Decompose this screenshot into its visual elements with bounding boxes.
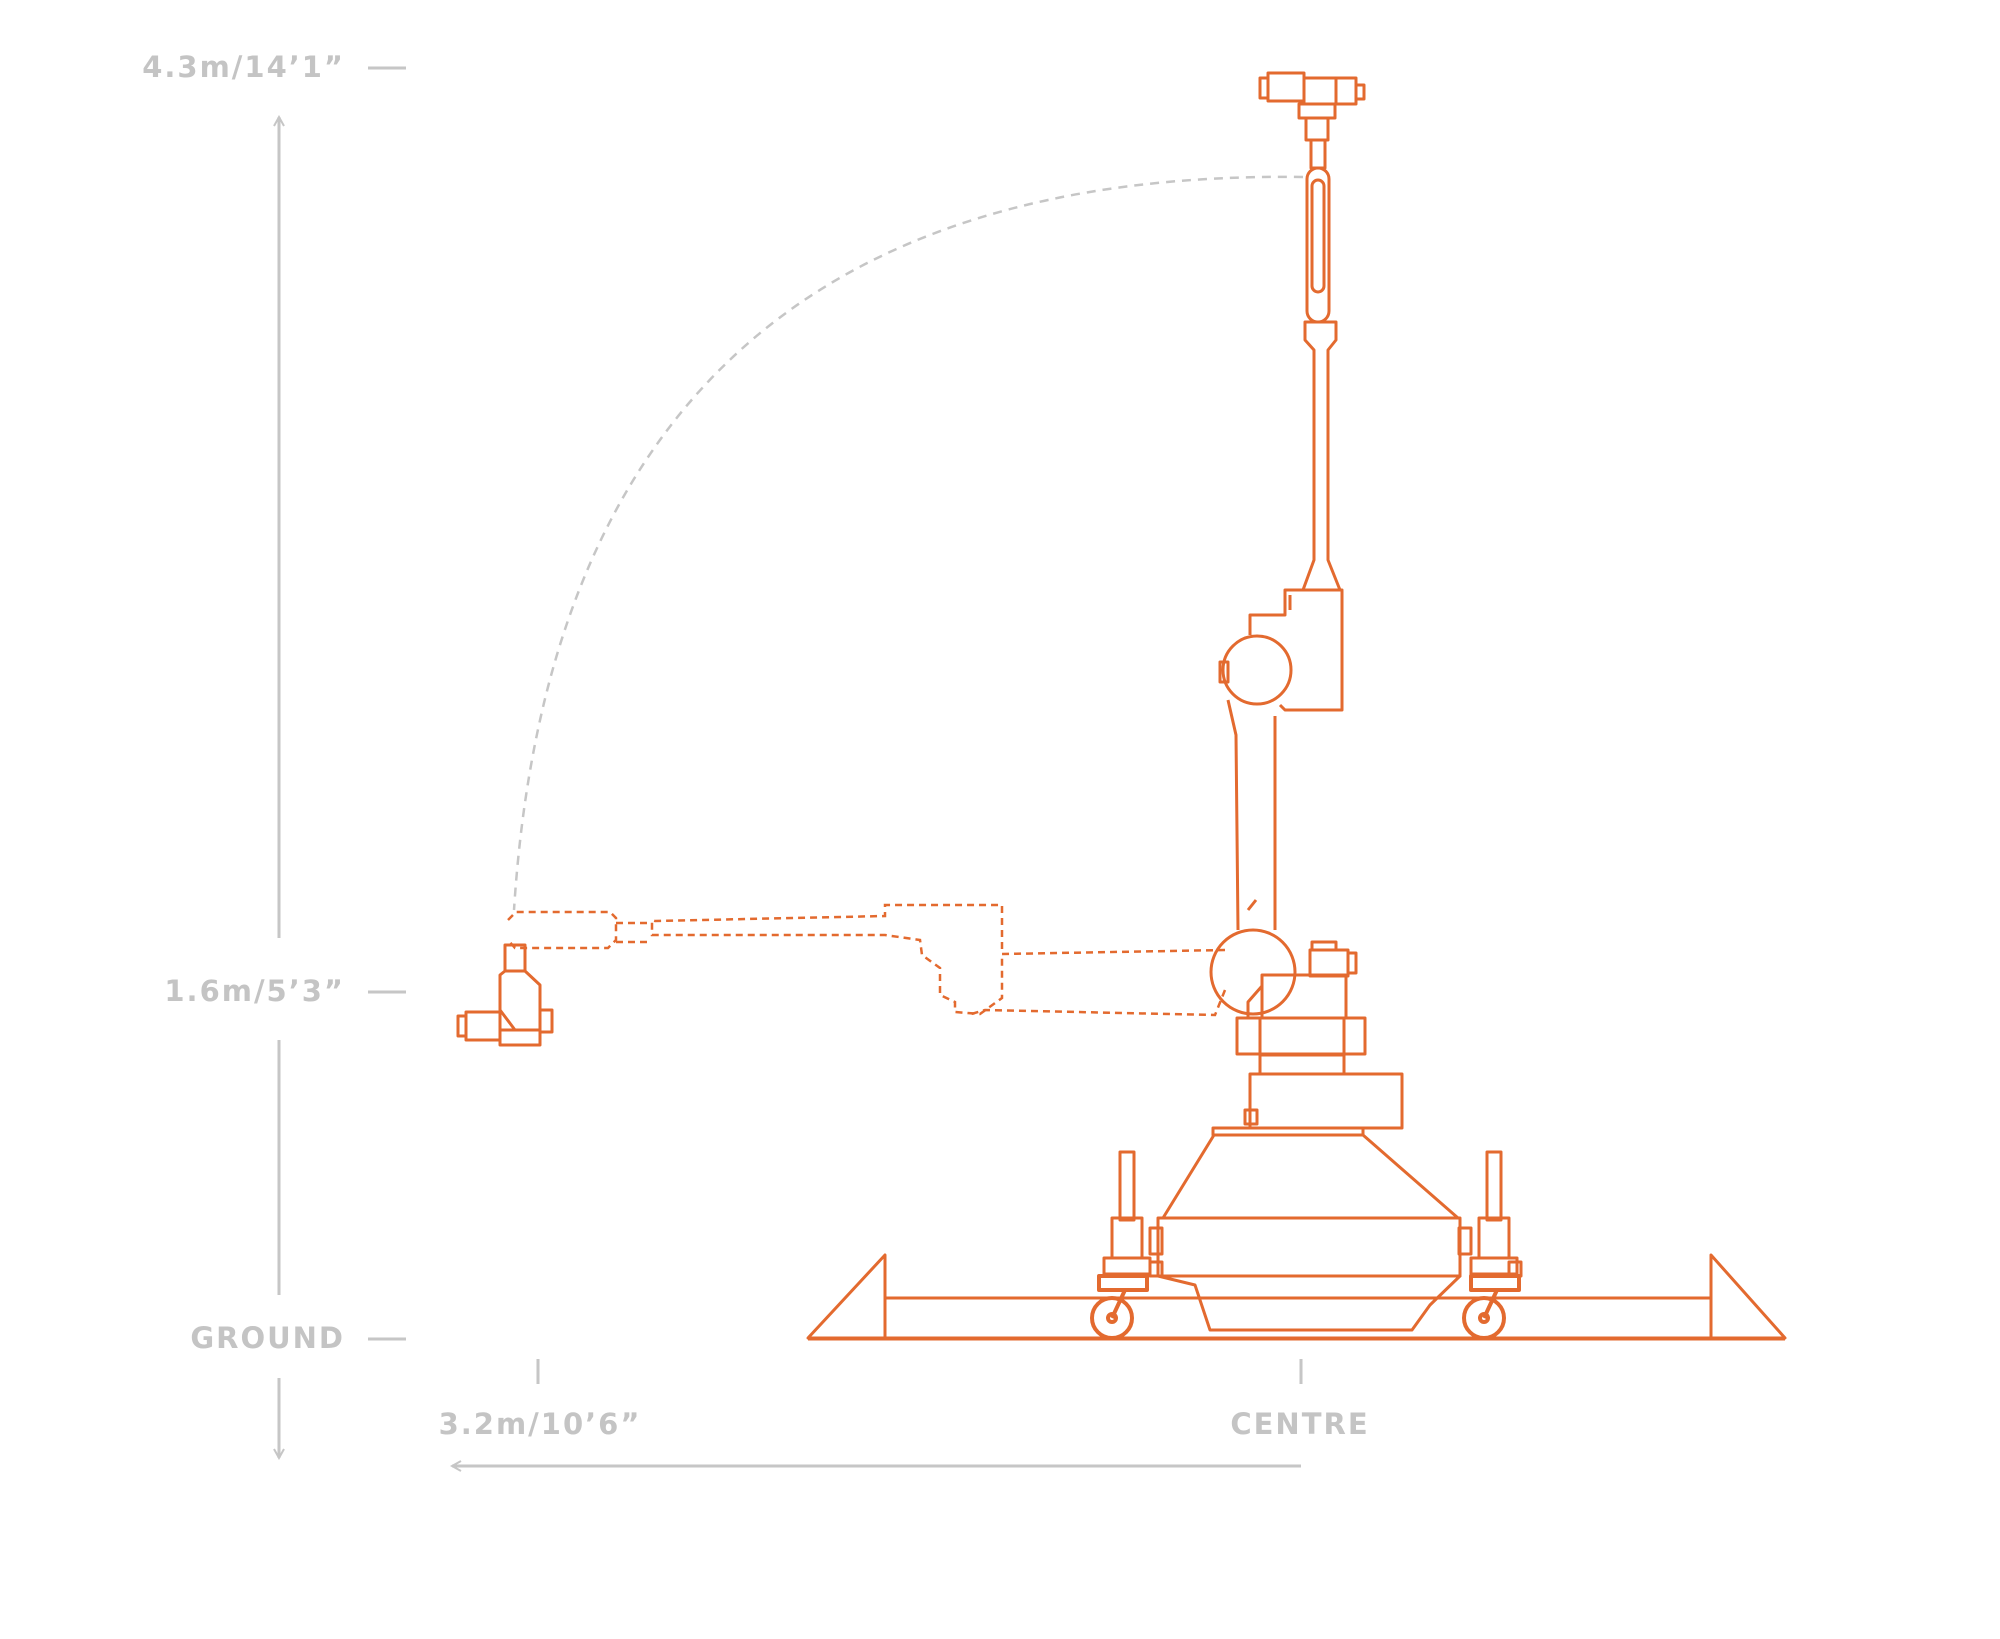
wheel-right — [1462, 1274, 1521, 1340]
lower-arm — [1226, 699, 1277, 931]
lower-joint — [1209, 928, 1358, 1016]
label-ground: GROUND — [190, 1321, 345, 1355]
label-max-height: 4.3m/14’1” — [142, 50, 345, 84]
dimension-lines — [279, 66, 1303, 1466]
elbow-joint — [1218, 588, 1344, 712]
upper-arm — [1301, 138, 1342, 591]
camera-head-top — [1258, 71, 1366, 142]
label-mid-height: 1.6m/5’3” — [164, 974, 345, 1008]
label-reach: 3.2m/10’6” — [438, 1407, 642, 1441]
track-base — [806, 1253, 1787, 1341]
jack-left — [1102, 1150, 1164, 1278]
reach-arc — [512, 175, 1304, 911]
jack-right — [1457, 1150, 1523, 1278]
crane-arm-horizontal-ghost — [507, 903, 1227, 1017]
camera-crane — [806, 71, 1787, 1341]
wheel-left — [1090, 1274, 1149, 1340]
camera-head-left — [456, 943, 554, 1047]
label-centre: CENTRE — [1230, 1407, 1370, 1441]
column-body — [1156, 973, 1462, 1332]
